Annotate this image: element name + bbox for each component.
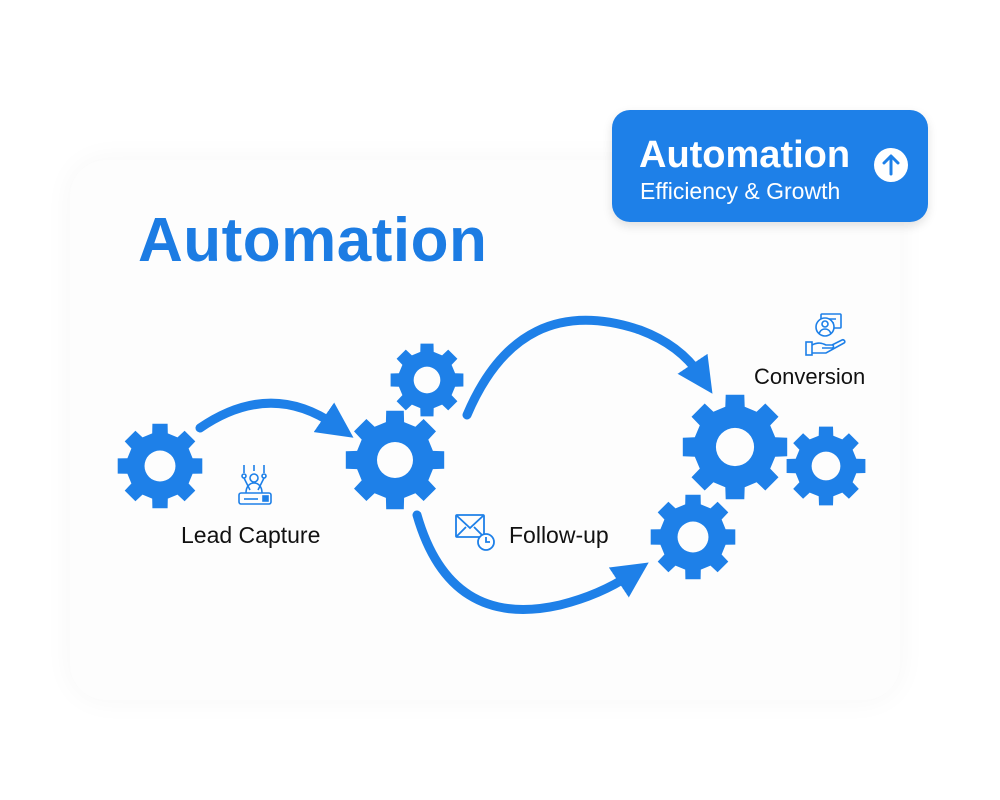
badge-subtitle: Efficiency & Growth xyxy=(640,178,841,204)
arrow-capture-to-process xyxy=(195,398,354,438)
stage-label-lead-capture: Lead Capture xyxy=(181,522,321,548)
arrow-process-to-conversion xyxy=(462,315,713,420)
arrow-up-circle-icon xyxy=(874,148,908,182)
gear-icon xyxy=(786,426,866,506)
page-title: Automation xyxy=(138,206,488,275)
email-clock-icon xyxy=(455,514,495,551)
gear-icon xyxy=(682,394,788,500)
gear-icon xyxy=(117,423,203,509)
lead-capture-icon xyxy=(238,465,272,505)
gear-icon xyxy=(390,343,464,417)
stage-label-follow-up: Follow-up xyxy=(509,522,609,548)
stage-label-conversion: Conversion xyxy=(754,364,866,389)
badge-title: Automation xyxy=(639,134,851,176)
automation-badge: Automation Efficiency & Growth xyxy=(612,110,928,222)
hand-user-chat-icon xyxy=(805,313,846,356)
gear-icon xyxy=(345,410,445,510)
arrow-process-to-followup xyxy=(412,510,649,614)
gear-icon xyxy=(650,494,736,580)
